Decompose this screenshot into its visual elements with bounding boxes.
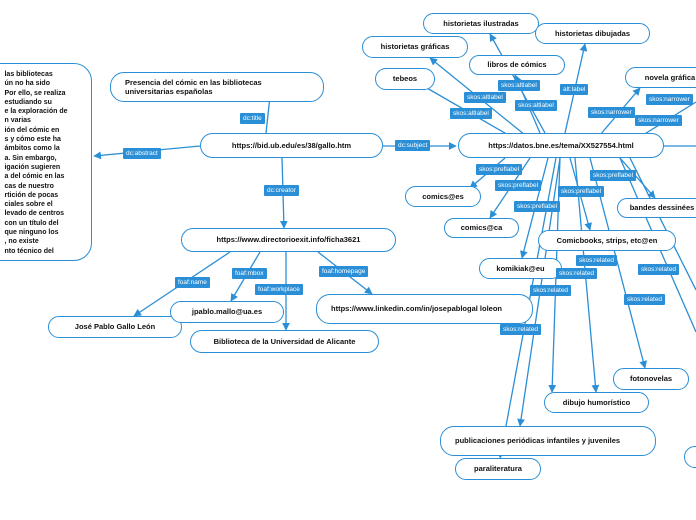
label-dc-abstract: dc:abstract: [123, 148, 161, 159]
label-preflabel-5: skos:preflabel: [514, 201, 561, 212]
paraliteratura-text: paraliteratura: [474, 464, 522, 474]
label-related-1: skos:related: [576, 255, 618, 266]
edge-bandes: [619, 157, 656, 199]
label-related-5: skos:related: [624, 294, 666, 305]
email-text: jpablo.mallo@ua.es: [191, 307, 263, 317]
paraliteratura-node: paraliteratura: [455, 458, 541, 480]
label-preflabel-3: skos:preflabel: [495, 180, 542, 191]
label-narrower-3: skos:narrower: [635, 115, 682, 126]
historietas-graficas-node: historietas gráficas: [362, 36, 468, 58]
comics-ca-node: comics@ca: [444, 218, 519, 238]
gallo-url-node[interactable]: https://bid.ub.edu/es/38/gallo.htm: [200, 133, 383, 158]
dibujo-humoristico-node: dibujo humorístico: [544, 392, 649, 413]
label-related-3: skos:related: [556, 268, 598, 279]
label-related-4: skos:related: [530, 285, 572, 296]
libros-de-comics-text: libros de cómics: [487, 60, 547, 70]
label-narrower-2: skos:narrower: [588, 107, 635, 118]
directorio-url-text: https://www.directorioexit.info/ficha362…: [216, 235, 361, 245]
label-preflabel-2: skos:preflabel: [590, 170, 637, 181]
komikiak-node: komikiak@eu: [479, 258, 562, 279]
label-foaf-homepage: foaf:homepage: [319, 266, 369, 277]
abstract-node: las bibliotecas ún no ha sido Por ello, …: [0, 63, 92, 261]
tebeos-text: tebeos: [392, 74, 418, 84]
label-altlabel-4: skos:altlabel: [450, 108, 492, 119]
comics-es-text: comics@es: [422, 191, 464, 201]
email-node[interactable]: jpablo.mallo@ua.es: [170, 301, 284, 323]
workplace-text: Biblioteca de la Universidad de Alicante: [213, 336, 356, 346]
novela-grafica-node: novela gráfica: [625, 67, 696, 88]
dibujo-humoristico-text: dibujo humorístico: [562, 397, 631, 407]
historietas-dibujadas-text: historietas dibujadas: [554, 28, 631, 38]
fotonovelas-text: fotonovelas: [629, 374, 673, 384]
fotonovelas-node: fotonovelas: [613, 368, 689, 390]
linkedin-url-node[interactable]: https://www.linkedin.com/in/josepablogal…: [316, 294, 533, 324]
label-foaf-mbox: foaf:mbox: [232, 268, 267, 279]
label-related-6: skos:related: [500, 324, 542, 335]
label-preflabel-4: skos:preflabel: [558, 186, 605, 197]
tebeos-node: tebeos: [375, 68, 435, 90]
comicbooks-node: Comicbooks, strips, etc@en: [538, 230, 676, 251]
abstract-text: las bibliotecas ún no ha sido Por ello, …: [4, 71, 68, 255]
gallo-url-text: https://bid.ub.edu/es/38/gallo.htm: [231, 140, 352, 150]
label-altlabel-1: skos:altlabel: [498, 80, 540, 91]
historietas-dibujadas-node: historietas dibujadas: [535, 23, 650, 44]
title-node: Presencia del cómic en las bibliotecas u…: [110, 72, 324, 102]
novela-grafica-text: novela gráfica: [644, 72, 696, 82]
name-node: José Pablo Gallo León: [48, 316, 182, 338]
publicaciones-node: publicaciones periódicas infantiles y ju…: [440, 426, 656, 456]
comicbooks-text: Comicbooks, strips, etc@en: [556, 235, 658, 245]
label-foaf-workplace: foaf:workplace: [255, 284, 303, 295]
bandes-dessinees-node: bandes dessinées: [617, 198, 696, 218]
directorio-url-node[interactable]: https://www.directorioexit.info/ficha362…: [181, 228, 396, 252]
label-dc-subject: dc:subject: [395, 140, 431, 151]
label-preflabel-1: skos:preflabel: [476, 164, 523, 175]
libros-de-comics-node: libros de cómics: [469, 55, 565, 75]
historietas-ilustradas-node: historietas ilustradas: [423, 13, 539, 34]
linkedin-url-text: https://www.linkedin.com/in/josepablogal…: [331, 304, 502, 314]
comics-ca-text: comics@ca: [460, 223, 503, 233]
label-narrower-1: skos:narrower: [646, 94, 693, 105]
label-altlabel-3: skos:altlabel: [515, 100, 557, 111]
label-dc-title: dc:title: [240, 113, 265, 124]
label-altlabel-2: skos:altlabel: [464, 92, 506, 103]
label-foaf-name: foaf:name: [175, 277, 210, 288]
workplace-node: Biblioteca de la Universidad de Alicante: [190, 330, 379, 353]
title-text: Presencia del cómic en las bibliotecas u…: [125, 77, 262, 96]
label-alt-label: alt:label: [560, 84, 589, 95]
name-text: José Pablo Gallo León: [74, 322, 156, 332]
label-related-2: skos:related: [638, 264, 680, 275]
comics-es-node: comics@es: [405, 186, 481, 207]
publicaciones-text: publicaciones periódicas infantiles y ju…: [455, 436, 621, 446]
edge-related-far-2: [629, 157, 696, 291]
historietas-ilustradas-text: historietas ilustradas: [443, 18, 519, 28]
bne-url-node[interactable]: https://datos.bne.es/tema/XX527554.html: [458, 133, 664, 158]
komikiak-text: komikiak@eu: [496, 263, 545, 273]
historietas-graficas-text: historietas gráficas: [380, 42, 450, 52]
bandes-dessinees-text: bandes dessinées: [629, 203, 695, 213]
bne-url-text: https://datos.bne.es/tema/XX527554.html: [488, 140, 634, 150]
label-dc-creator: dc:creator: [264, 185, 299, 196]
